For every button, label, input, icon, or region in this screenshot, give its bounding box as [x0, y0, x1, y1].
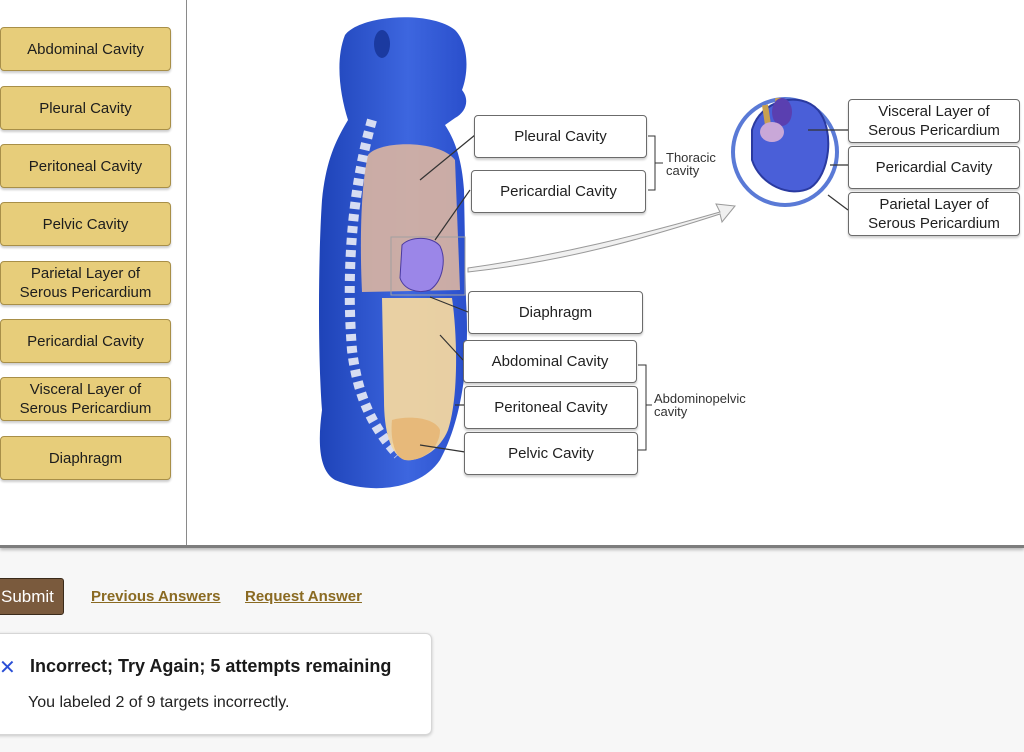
- pelvic-region: [391, 417, 440, 461]
- heart-detail-atrium: [760, 122, 784, 142]
- word-bank-chip-pericardial-cavity[interactable]: Pericardial Cavity: [0, 319, 171, 363]
- word-bank-chip-abdominal-cavity[interactable]: Abdominal Cavity: [0, 27, 171, 71]
- heart-shape: [399, 237, 444, 292]
- target-diaphragm[interactable]: Diaphragm: [468, 291, 643, 334]
- heart-detail-aorta: [772, 98, 792, 126]
- word-bank-chip-pelvic-cavity[interactable]: Pelvic Cavity: [0, 202, 171, 246]
- word-bank-chip-peritoneal-cavity[interactable]: Peritoneal Cavity: [0, 144, 171, 188]
- word-bank-chip-visceral-layer[interactable]: Visceral Layer of Serous Pericardium: [0, 377, 171, 421]
- submit-button[interactable]: Submit: [0, 578, 64, 615]
- thoracic-bracket: [648, 135, 663, 191]
- word-bank-chip-parietal-layer[interactable]: Parietal Layer of Serous Pericardium: [0, 261, 171, 305]
- leader-pericardial: [434, 189, 471, 241]
- zoom-arrow: [467, 203, 736, 273]
- leader-abdominal: [439, 334, 464, 361]
- target-pericardial-cavity[interactable]: Pericardial Cavity: [471, 170, 646, 213]
- x-icon: ✕: [0, 657, 16, 679]
- spine-shape: [344, 118, 402, 459]
- leader-pleural: [419, 134, 476, 181]
- ear-shape: [374, 30, 390, 58]
- feedback-message: You labeled 2 of 9 targets incorrectly.: [28, 694, 290, 711]
- target-abdominal-cavity[interactable]: Abdominal Cavity: [463, 340, 637, 383]
- thoracic-cavity-label: Thoracic cavity: [666, 150, 716, 178]
- target-pelvic-cavity[interactable]: Pelvic Cavity: [464, 432, 638, 475]
- target-pericardial-cavity-right[interactable]: Pericardial Cavity: [848, 146, 1020, 189]
- target-visceral-layer[interactable]: Visceral Layer of Serous Pericardium: [848, 99, 1020, 143]
- labeling-panel: Abdominal Cavity Pleural Cavity Peritone…: [0, 0, 1024, 548]
- target-peritoneal-cavity[interactable]: Peritoneal Cavity: [464, 386, 638, 429]
- panel-divider: [186, 0, 187, 545]
- previous-answers-link[interactable]: Previous Answers: [91, 588, 221, 605]
- leader-diaphragm: [429, 296, 469, 313]
- leader-parietal: [827, 194, 849, 211]
- word-bank-chip-diaphragm[interactable]: Diaphragm: [0, 436, 171, 480]
- abdominopelvic-bracket: [638, 364, 652, 451]
- feedback-panel: ✕ Incorrect; Try Again; 5 attempts remai…: [0, 633, 432, 735]
- target-pleural-cavity[interactable]: Pleural Cavity: [474, 115, 647, 158]
- anatomy-diagram: [319, 17, 849, 489]
- target-parietal-layer[interactable]: Parietal Layer of Serous Pericardium: [848, 192, 1020, 236]
- feedback-title: Incorrect; Try Again; 5 attempts remaini…: [30, 656, 392, 676]
- leader-pelvic: [419, 444, 466, 453]
- request-answer-link[interactable]: Request Answer: [245, 588, 362, 605]
- word-bank-chip-pleural-cavity[interactable]: Pleural Cavity: [0, 86, 171, 130]
- heart-highlight-box: [390, 236, 466, 296]
- abdominopelvic-cavity-label: Abdominopelvic cavity: [654, 391, 746, 419]
